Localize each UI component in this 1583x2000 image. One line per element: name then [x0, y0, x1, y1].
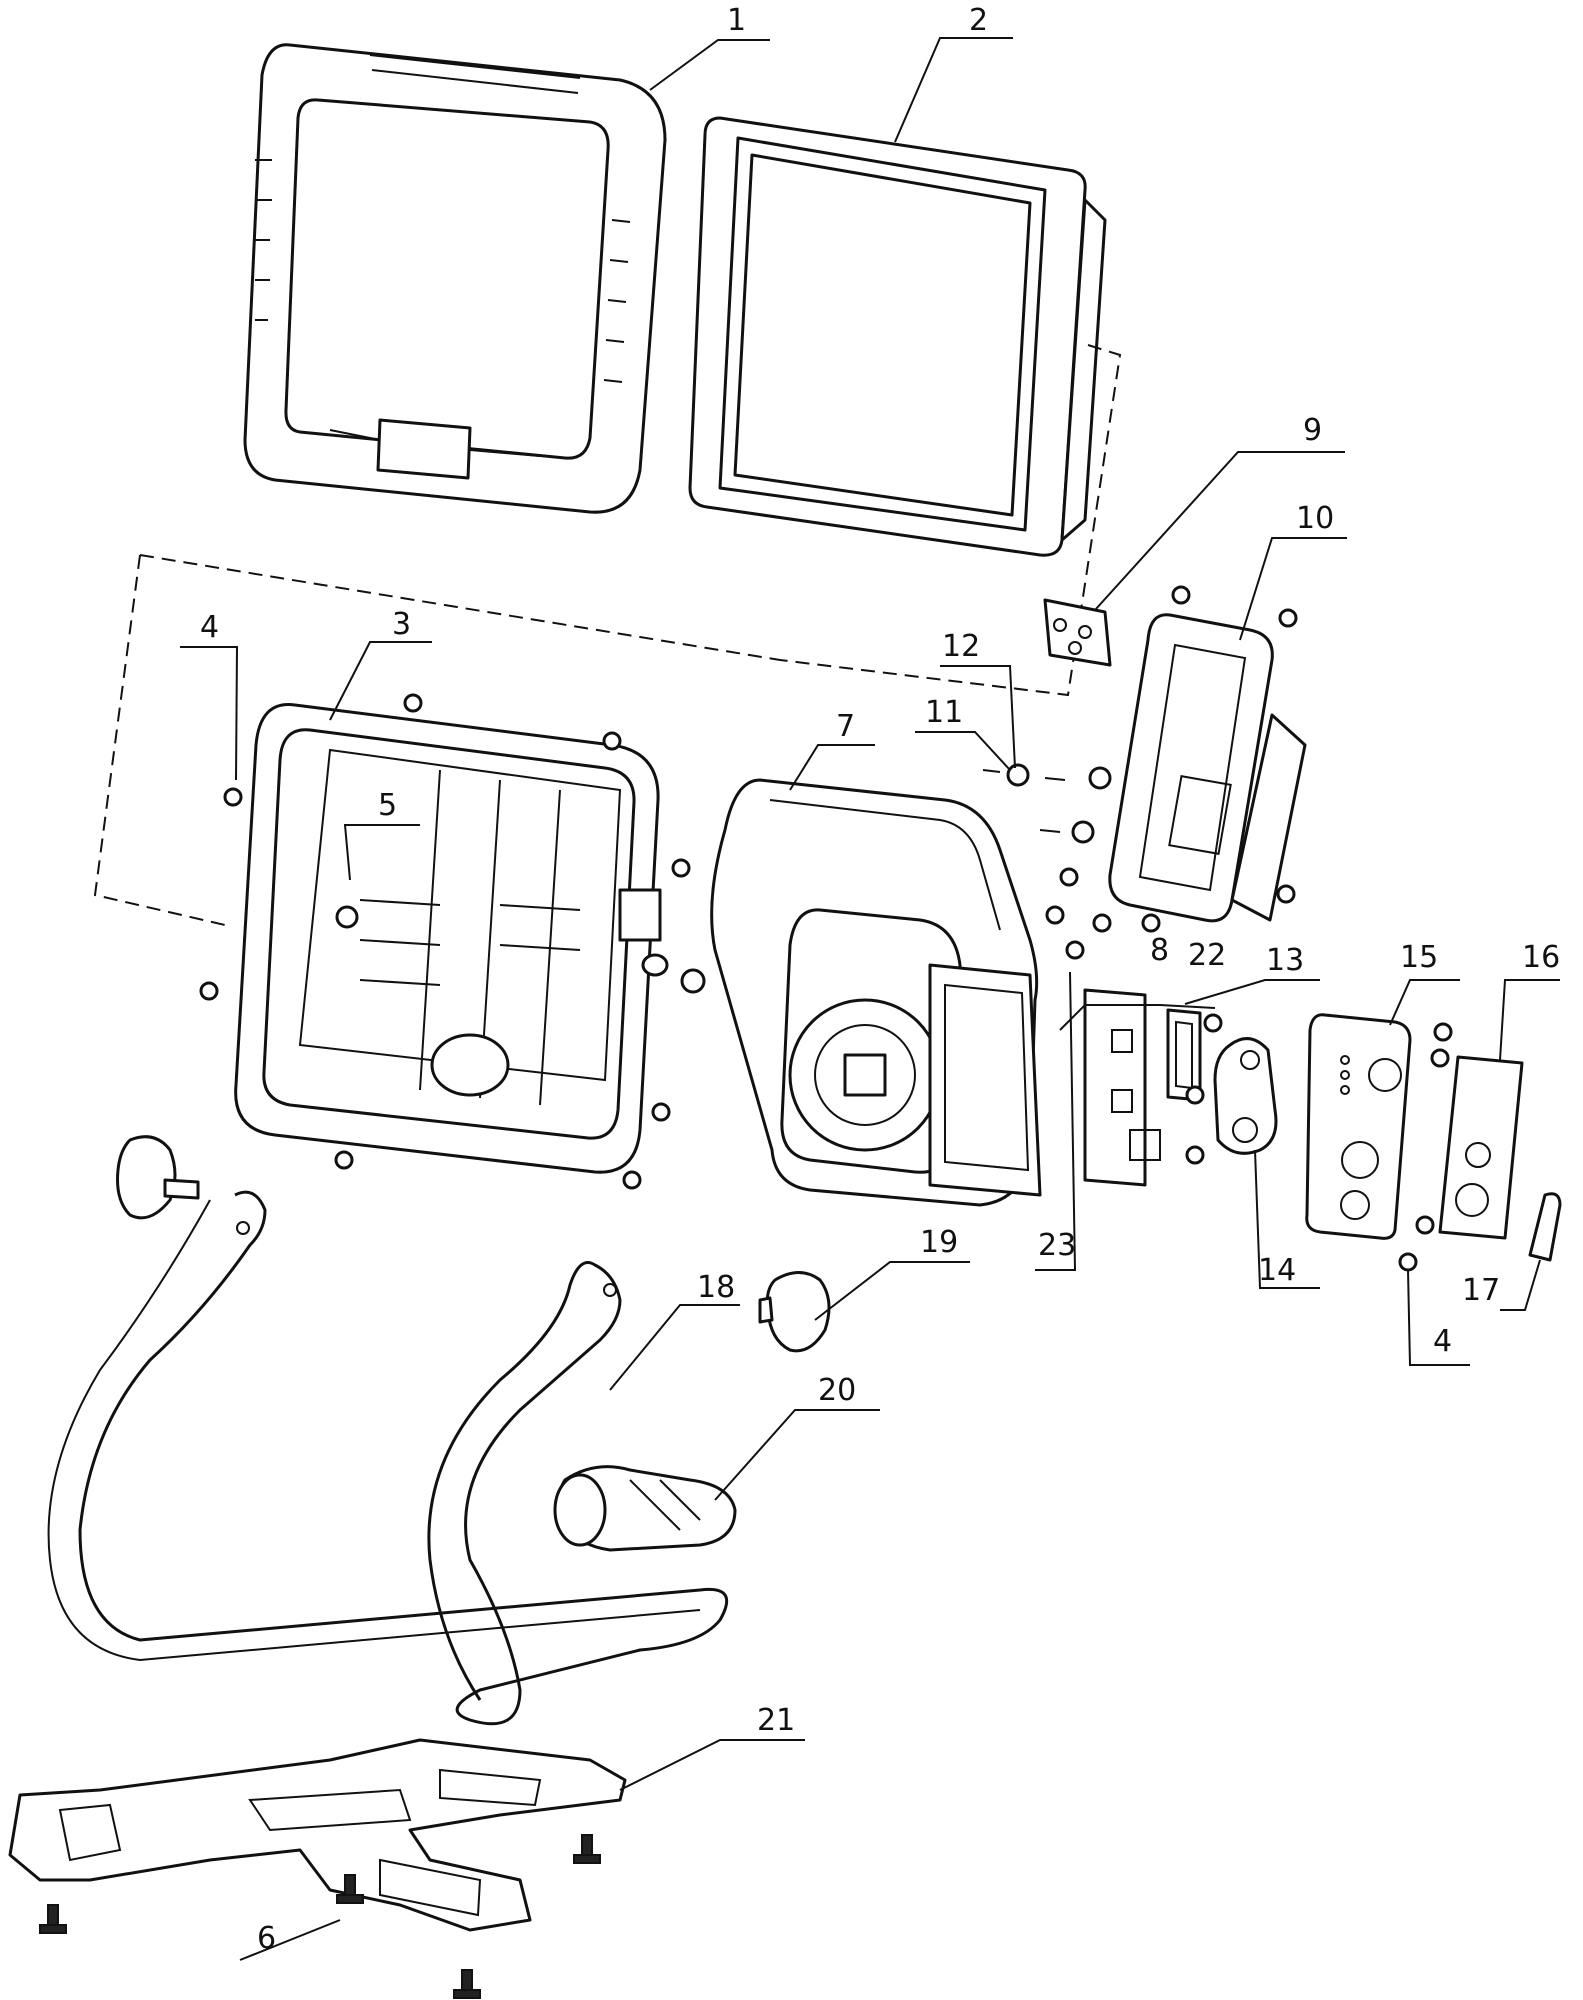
callout-9: 9	[1303, 413, 1322, 448]
callout-7: 7	[836, 709, 855, 744]
callout-6: 6	[257, 1921, 276, 1956]
assembly-line-lower	[93, 554, 781, 926]
left-knob	[116, 1135, 200, 1220]
part-9-connector	[1043, 598, 1112, 667]
part-7-handle-housing	[710, 778, 1042, 1207]
callout-10: 10	[1296, 501, 1334, 536]
callout-14: 14	[1258, 1253, 1296, 1288]
part-18-stand	[47, 1190, 729, 1726]
part-17-clip	[1528, 1192, 1562, 1262]
callout-2: 2	[969, 3, 988, 38]
leader-lines	[180, 37, 1560, 1961]
part-3-housing	[234, 703, 669, 1174]
callout-3: 3	[392, 607, 411, 642]
assembly-line-upper	[779, 344, 1122, 697]
callout-4-left: 4	[200, 610, 219, 645]
callout-15: 15	[1400, 940, 1438, 975]
callout-21: 21	[757, 1703, 795, 1738]
callout-labels: 1 2 3 4 4 5 6 7 8 9 10 11 12 13 14 15 16…	[200, 3, 1560, 1956]
part-21-base	[8, 1738, 627, 1932]
callout-17: 17	[1462, 1273, 1500, 1308]
callout-12: 12	[942, 629, 980, 664]
callout-1: 1	[727, 3, 746, 38]
callout-18: 18	[697, 1270, 735, 1305]
callout-23: 23	[1038, 1228, 1076, 1263]
part-10-battery-holder	[1108, 613, 1307, 923]
part-15-control-housing	[1305, 1013, 1412, 1240]
part-8-pcb	[1083, 988, 1161, 1187]
part-14-switch-bracket	[1213, 1037, 1278, 1155]
callout-4-right: 4	[1433, 1324, 1452, 1359]
callout-19: 19	[920, 1225, 958, 1260]
callout-13: 13	[1266, 943, 1304, 978]
callout-22: 22	[1188, 938, 1226, 973]
callout-8: 8	[1150, 933, 1169, 968]
part-6-screws	[39, 1834, 601, 1999]
part-1-frame	[243, 43, 667, 514]
part-20-cable-clip	[553, 1465, 737, 1552]
callout-16: 16	[1522, 940, 1560, 975]
screws	[199, 585, 1453, 1272]
part-2-led-panel	[688, 116, 1107, 557]
callout-11: 11	[925, 695, 963, 730]
part-16-label-plate	[1438, 1055, 1524, 1240]
callout-5: 5	[378, 788, 397, 823]
part-19-knob	[758, 1271, 831, 1353]
callout-20: 20	[818, 1373, 856, 1408]
